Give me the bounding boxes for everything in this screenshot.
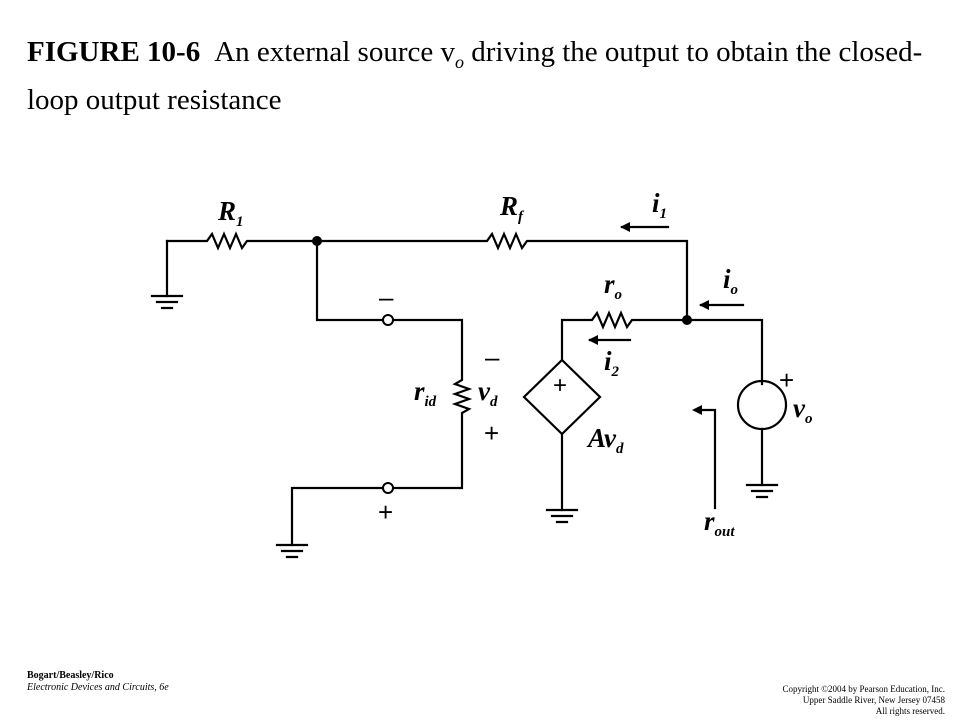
i2-arrowhead [588,335,598,345]
footer-left: Bogart/Beasley/Rico Electronic Devices a… [27,670,169,694]
caption-text-before: An external source v [214,36,455,68]
vd-minus-sign: – [485,342,500,372]
node-dot-output [682,315,692,325]
footer-address: Upper Saddle River, New Jersey 07458 [802,695,945,705]
vo-ground-symbol [745,483,779,499]
r1-ground-symbol [150,294,184,310]
avd-label: Avd [586,423,624,457]
i1-label: i1 [652,188,667,222]
noninverting-terminal [382,482,394,494]
figure-label: FIGURE 10-6 [27,36,201,68]
footer-right: Copyright ©2004 by Pearson Education, In… [782,684,945,717]
vo-plus-sign: + [779,365,794,395]
top-wire [165,231,689,322]
inverting-terminal [382,314,394,326]
footer-copyright: Copyright ©2004 by Pearson Education, In… [782,684,945,694]
ro-label: ro [604,269,622,303]
caption-text-after: driving the output to obtain the closed-… [27,36,923,116]
rid-label: rid [414,376,437,410]
io-label: io [723,264,738,298]
rout-arrowhead [692,405,702,415]
dependent-source-plus-sign: + [553,372,567,399]
io-arrowhead [699,300,709,310]
rf-label: Rf [499,191,525,225]
ro-wire [560,310,764,386]
dependent-source-ground-symbol [545,508,579,524]
i2-label: i2 [604,346,620,380]
rout-line [696,408,717,510]
caption-subscript: o [454,51,464,72]
noninverting-plus-sign: + [378,497,393,527]
i1-arrowhead [620,222,630,232]
footer-book-title: Electronic Devices and Circuits, 6e [27,682,169,693]
rout-label: rout [704,506,735,540]
node-dot-left [312,236,322,246]
inverting-input-wire [315,239,385,322]
r1-label: R1 [217,196,244,230]
rid-wire [391,318,473,490]
inverting-minus-sign: – [379,282,394,312]
vo-label: vo [793,393,812,427]
vd-label: vd [478,376,498,410]
footer-authors: Bogart/Beasley/Rico [27,670,114,681]
vd-plus-sign: + [484,418,499,448]
footer-rights: All rights reserved. [875,706,945,716]
figure-caption: FIGURE 10-6 An external source vo driving… [27,33,937,119]
noninverting-input-wire [290,486,385,547]
noninverting-ground-symbol [275,543,309,559]
